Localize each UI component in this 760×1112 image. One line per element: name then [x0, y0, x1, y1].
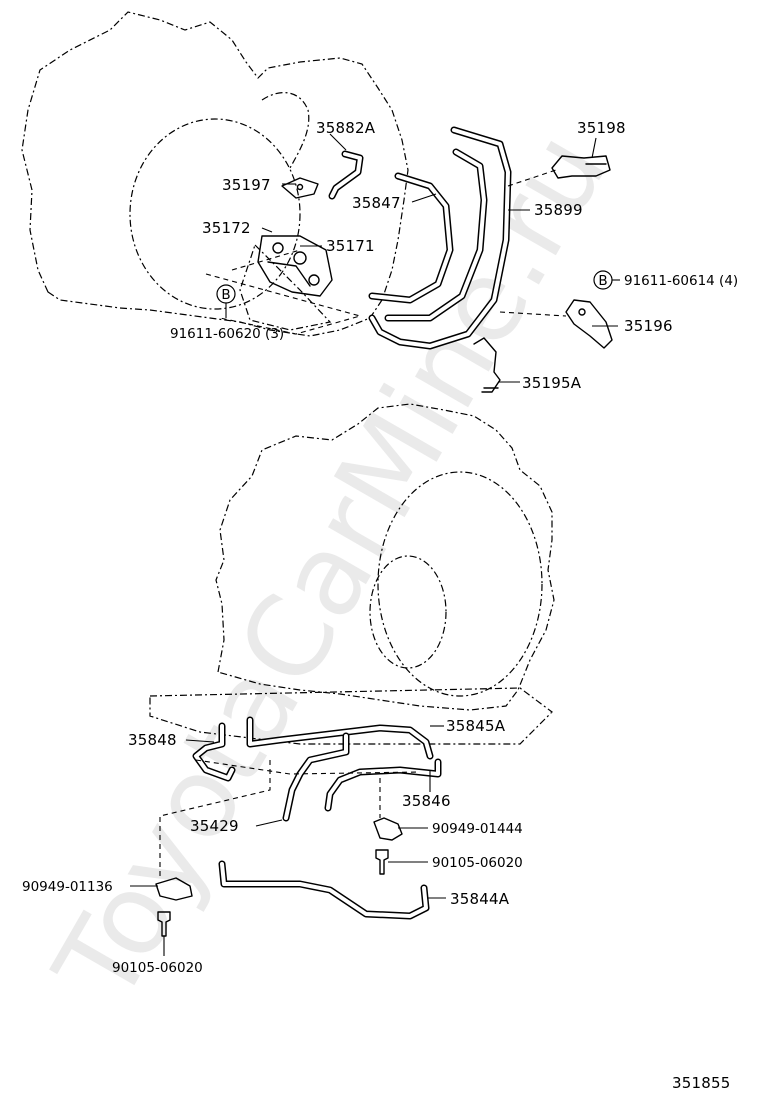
label-90949-01136: 90949-01136 — [22, 879, 113, 895]
bolt-90105-06020-right — [375, 849, 389, 875]
label-35899: 35899 — [534, 201, 583, 219]
pipe-35882A — [328, 150, 364, 200]
label-35882A: 35882A — [316, 119, 376, 137]
label-90105-06020-left: 90105-06020 — [112, 960, 203, 976]
label-91611-60614: 91611-60614 (4) — [624, 273, 738, 289]
marker-b-right: B — [593, 270, 613, 290]
bracket-35197 — [281, 177, 319, 199]
upper-transmission-housing — [21, 11, 409, 337]
figure-number: 351855 — [672, 1074, 730, 1092]
bolt-90105-06020-left — [157, 911, 171, 937]
part-labels: 35882A 35198 35197 35847 35899 35172 351… — [22, 119, 738, 1092]
label-91611-60620: 91611-60620 (3) — [170, 326, 284, 342]
guide-lines-lower — [159, 759, 421, 878]
label-35195A: 35195A — [522, 374, 582, 392]
label-35197: 35197 — [222, 176, 271, 194]
cooler-tubes-lower — [192, 716, 442, 920]
label-35846: 35846 — [402, 792, 451, 810]
label-35847: 35847 — [352, 194, 401, 212]
label-35845A: 35845A — [446, 717, 506, 735]
clamp-90949-01136 — [155, 877, 193, 901]
label-90949-01444: 90949-01444 — [432, 821, 523, 837]
bracket-35195A — [473, 337, 501, 393]
leader-lines — [130, 133, 620, 956]
label-90105-06020-right: 90105-06020 — [432, 855, 523, 871]
label-35848: 35848 — [128, 731, 177, 749]
cooler-tubes-upper — [368, 126, 512, 350]
label-35429: 35429 — [190, 817, 239, 835]
label-35172: 35172 — [202, 219, 251, 237]
label-35196: 35196 — [624, 317, 673, 335]
bracket-35198 — [551, 155, 611, 179]
marker-b-left: B — [216, 284, 236, 304]
clamp-90949-01444 — [373, 817, 403, 841]
guide-lines-upper — [205, 169, 567, 335]
marker-b-left-text: B — [221, 287, 230, 303]
label-35198: 35198 — [577, 119, 626, 137]
oil-pump-35171 — [257, 235, 333, 297]
marker-b-right-text: B — [598, 273, 607, 289]
bracket-35196 — [565, 299, 613, 349]
label-35844A: 35844A — [450, 890, 510, 908]
label-35171: 35171 — [326, 237, 375, 255]
lower-transmission-housing — [149, 403, 555, 745]
